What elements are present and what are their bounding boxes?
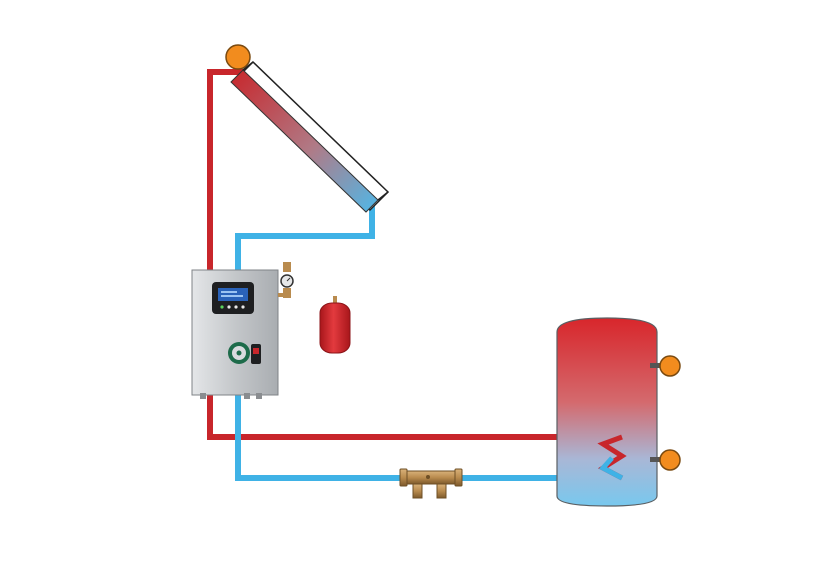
pump-icon xyxy=(228,342,261,364)
expansion-vessel-icon xyxy=(319,296,351,354)
cold-return-pipe-upper xyxy=(235,205,375,272)
pump-station-icon xyxy=(191,269,279,399)
valve-icon xyxy=(399,468,463,499)
controller-display-icon xyxy=(212,282,254,314)
solar-collector-icon xyxy=(230,60,390,213)
hot-supply-pipe xyxy=(207,69,622,440)
cold-return-pipe-lower xyxy=(235,394,622,481)
storage-tank-icon xyxy=(556,317,658,507)
tank-sensor-upper-icon xyxy=(650,355,681,377)
tank-sensor-lower-icon xyxy=(650,449,681,471)
collector-sensor-icon xyxy=(225,44,251,70)
safety-valve-icon xyxy=(278,262,294,298)
